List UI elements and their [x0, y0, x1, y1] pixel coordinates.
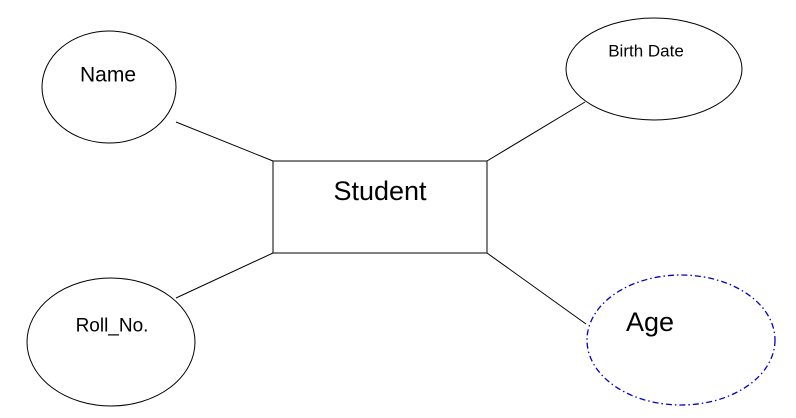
connector-age [486, 252, 587, 325]
attribute-name[interactable]: Name [41, 30, 177, 144]
attribute-birth-date-label: Birth Date [608, 42, 684, 61]
entity-student-label: Student [333, 176, 427, 206]
connector-roll-no [175, 252, 274, 299]
attribute-name-ellipse [41, 30, 177, 144]
connector-birth-date [486, 101, 586, 162]
attribute-birth-date-ellipse [565, 17, 743, 121]
attribute-roll-no[interactable]: Roll_No. [26, 277, 196, 407]
entity-student[interactable]: Student [272, 160, 488, 254]
attribute-age-ellipse [586, 274, 776, 406]
attribute-name-label: Name [80, 64, 136, 87]
attribute-roll-no-label: Roll_No. [76, 316, 149, 337]
attribute-birth-date[interactable]: Birth Date [565, 17, 743, 121]
attribute-roll-no-ellipse [26, 277, 196, 407]
connector-name [175, 121, 274, 162]
entity-student-box [272, 160, 488, 254]
attribute-age[interactable]: Age [586, 274, 776, 406]
attribute-age-label: Age [626, 307, 674, 337]
